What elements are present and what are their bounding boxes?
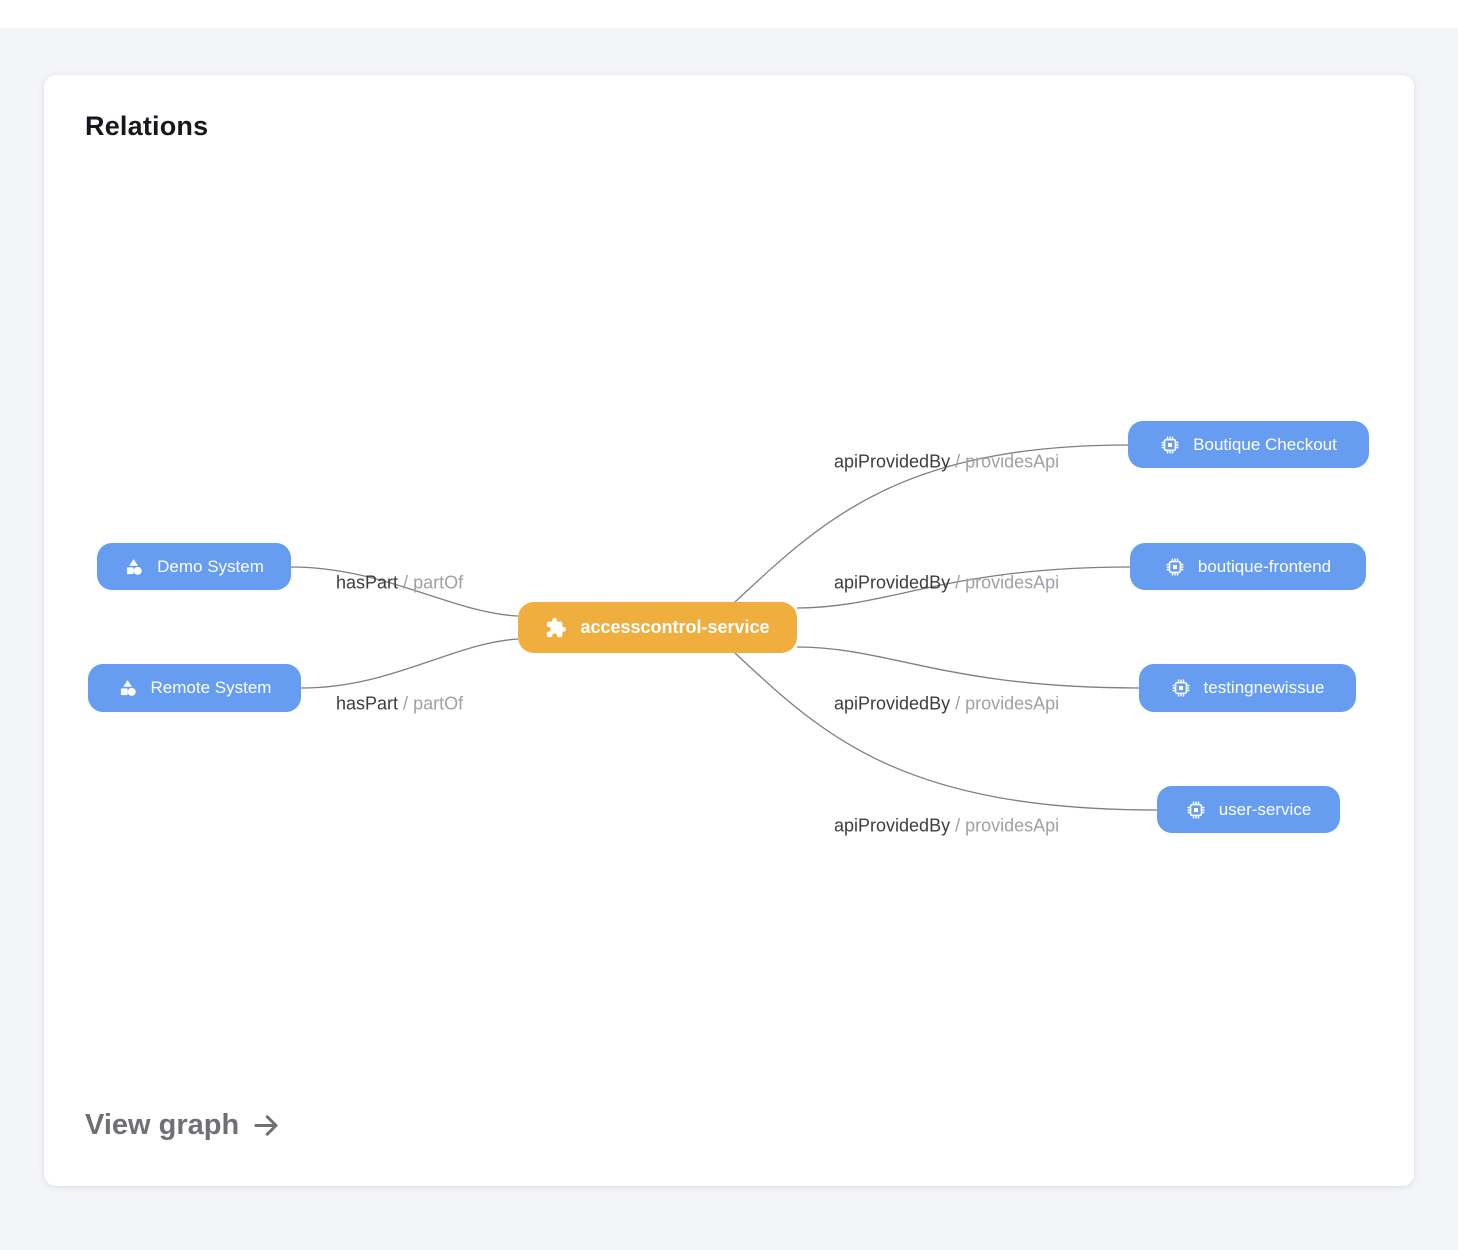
graph-node-remote-system[interactable]: Remote System: [88, 664, 301, 712]
chip-icon: [1165, 557, 1185, 577]
edge-label-haspart-remote: hasPart/partOf: [336, 693, 464, 714]
graph-node-demo-system[interactable]: Demo System: [97, 543, 291, 590]
node-label: Remote System: [150, 678, 272, 697]
node-label: Boutique Checkout: [1193, 434, 1337, 454]
edge-label-api-user-service: apiProvidedBy/providesApi: [834, 815, 1060, 836]
arrow-right-icon: [251, 1110, 282, 1141]
graph-node-boutique-frontend[interactable]: boutique-frontend: [1130, 543, 1366, 590]
graph-node-testingnewissue[interactable]: testingnewissue: [1139, 664, 1356, 712]
puzzle-icon: [545, 617, 567, 639]
top-strip: [0, 0, 1458, 28]
graph-node-boutique-checkout[interactable]: Boutique Checkout: [1128, 421, 1369, 468]
edge-label-haspart-demo: hasPart/partOf: [336, 572, 464, 593]
node-label: accesscontrol-service: [580, 617, 770, 637]
edge-label-api-boutique-frontend: apiProvidedBy/providesApi: [834, 572, 1060, 593]
chip-icon: [1160, 435, 1180, 455]
relations-card: Relations hasPart/partOf hasPart/partOf …: [44, 75, 1414, 1186]
chip-icon: [1171, 678, 1191, 698]
node-label: Demo System: [157, 556, 264, 576]
edge-demo-system: [290, 566, 519, 617]
edge-user-service: [734, 652, 1158, 811]
chip-icon: [1186, 800, 1206, 820]
view-graph-link[interactable]: View graph: [85, 1109, 282, 1142]
edge-label-api-testingnewissue: apiProvidedBy/providesApi: [834, 693, 1060, 714]
graph-edges: [290, 444, 1158, 811]
view-graph-label: View graph: [85, 1109, 240, 1141]
graph-node-accesscontrol-service[interactable]: accesscontrol-service: [518, 602, 797, 653]
node-label: boutique-frontend: [1197, 556, 1332, 576]
edge-boutique-checkout: [734, 444, 1129, 603]
shapes-icon: [118, 678, 138, 698]
node-label: user-service: [1218, 799, 1312, 819]
edge-label-api-boutique-checkout: apiProvidedBy/providesApi: [834, 451, 1060, 472]
shapes-icon: [124, 557, 144, 577]
edge-testingnewissue: [796, 646, 1140, 689]
card-title: Relations: [85, 111, 209, 141]
edge-boutique-frontend: [796, 566, 1131, 609]
graph-node-user-service[interactable]: user-service: [1157, 786, 1340, 833]
node-label: testingnewissue: [1203, 678, 1325, 697]
edge-remote-system: [300, 638, 519, 689]
